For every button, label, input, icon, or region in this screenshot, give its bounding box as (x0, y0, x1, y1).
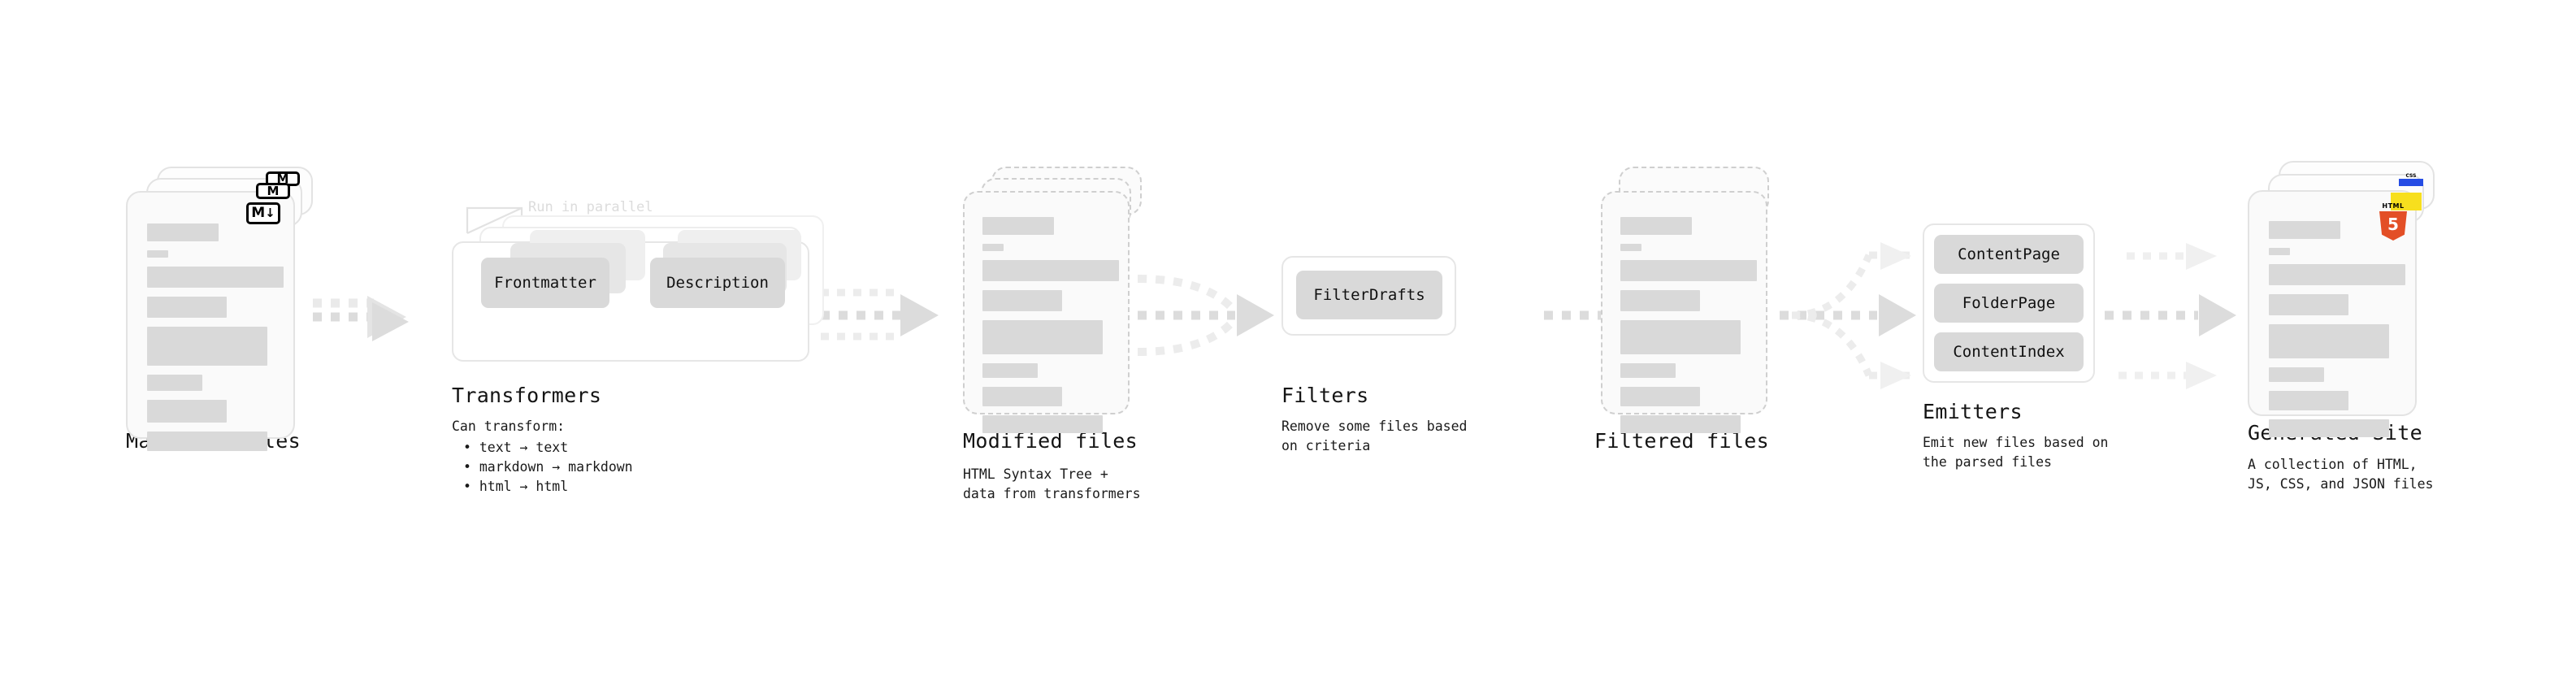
js-icon (2391, 193, 2422, 210)
filter-plugin-filterdrafts-label: FilterDrafts (1313, 286, 1425, 304)
modified-files-stack (963, 167, 1150, 439)
markdown-card-skeleton (147, 223, 300, 460)
transformers-group: Frontmatter Description (452, 215, 826, 362)
markdown-icon-letter: M (251, 205, 265, 221)
filters-group: FilterDrafts (1281, 256, 1456, 376)
transformers-caption: Can transform: (452, 419, 566, 434)
html5-icon-word: HTML (2382, 202, 2405, 210)
connector-emitters-to-site (2105, 243, 2236, 389)
transformer-plugin-description[interactable]: Description (650, 258, 785, 308)
connector-transformers-to-modified (821, 288, 939, 340)
modified-files-caption: HTML Syntax Tree + data from transformer… (963, 466, 1141, 501)
modified-card-skeleton (982, 217, 1129, 442)
generated-site-caption: A collection of HTML, JS, CSS, and JSON … (2248, 457, 2434, 492)
run-in-parallel-label: Run in parallel (528, 199, 653, 215)
connector-markdown-to-transformers (313, 296, 409, 341)
emitter-plugin-contentindex[interactable]: ContentIndex (1934, 332, 2084, 371)
emitters-title: Emitters (1923, 400, 2023, 423)
emitter-plugin-contentindex-label: ContentIndex (1953, 343, 2065, 361)
emitter-plugin-contentpage-label: ContentPage (1958, 245, 2060, 263)
transformers-bullet-list: text → text markdown → markdown html → h… (463, 438, 633, 497)
markdown-icon-back-1: M (256, 183, 290, 199)
emitters-group: ContentPage FolderPage ContentIndex (1923, 223, 2110, 410)
filters-title: Filters (1281, 384, 1369, 407)
generated-card-skeleton (2269, 221, 2422, 446)
transformers-title: Transformers (452, 384, 602, 407)
filters-caption: Remove some files based on criteria (1281, 419, 1468, 453)
connector-filtered-to-emitters (1780, 242, 1916, 389)
emitter-plugin-folderpage-label: FolderPage (1962, 294, 2056, 312)
transformer-plugin-frontmatter-label: Frontmatter (494, 274, 596, 292)
markdown-icon-arrow: ↓ (265, 206, 275, 220)
markdown-files-stack: M M M ↓ (126, 167, 321, 451)
generated-site-stack: CSS HTML 5 (2248, 161, 2443, 437)
transformer-plugin-description-label: Description (666, 274, 769, 292)
markdown-icon: M ↓ (246, 202, 280, 224)
connector-modified-to-filters (1137, 275, 1274, 356)
transformers-bullet-2: html → html (463, 477, 633, 497)
transformers-bullet-1: markdown → markdown (463, 458, 633, 477)
emitter-plugin-contentpage[interactable]: ContentPage (1934, 235, 2084, 274)
css3-icon-label: CSS (2405, 173, 2417, 179)
transformer-plugin-frontmatter[interactable]: Frontmatter (481, 258, 609, 308)
html5-icon-digit: 5 (2387, 215, 2399, 234)
filtered-card-skeleton (1620, 217, 1763, 442)
filter-plugin-filterdrafts[interactable]: FilterDrafts (1296, 271, 1442, 319)
html5-icon-shield: 5 (2379, 211, 2407, 241)
filtered-files-stack (1601, 167, 1784, 439)
transformers-bullet-0: text → text (463, 438, 633, 458)
emitter-plugin-folderpage[interactable]: FolderPage (1934, 284, 2084, 323)
html5-icon: HTML 5 (2378, 203, 2409, 241)
emitters-caption: Emit new files based on the parsed files (1923, 435, 2109, 470)
css3-icon-bar (2399, 179, 2423, 186)
css3-icon: CSS (2399, 174, 2423, 186)
